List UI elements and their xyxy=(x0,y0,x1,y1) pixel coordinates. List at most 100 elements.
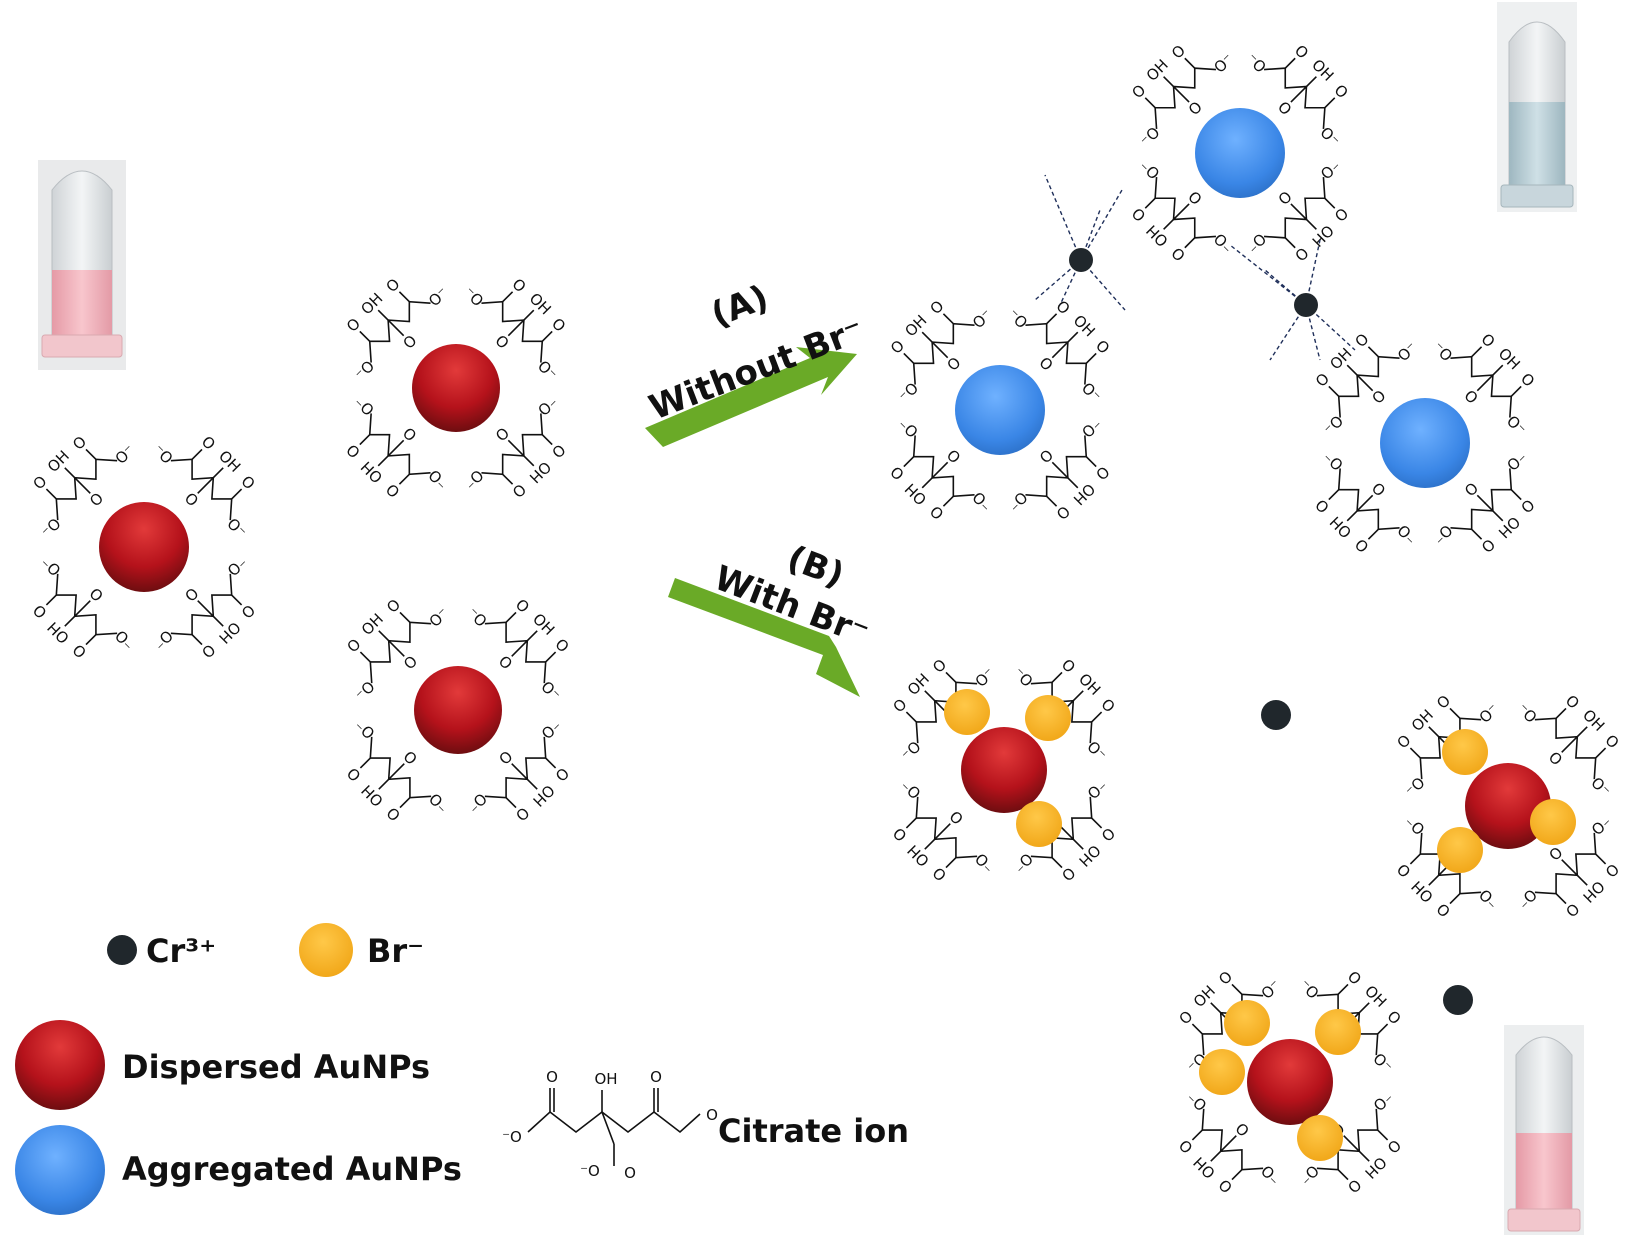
svg-text:⁻O: ⁻O xyxy=(1004,305,1031,332)
svg-text:O: O xyxy=(624,1164,636,1182)
svg-text:⁻O: ⁻O xyxy=(898,738,925,765)
svg-text:⁻O: ⁻O xyxy=(895,379,922,406)
svg-text:O: O xyxy=(650,1068,662,1086)
svg-text:O⁻: O⁻ xyxy=(895,414,922,441)
svg-text:⁻O: ⁻O xyxy=(969,488,996,515)
svg-text:⁻O: ⁻O xyxy=(1320,412,1347,439)
legend-aggregated-swatch xyxy=(15,1125,105,1215)
aggregated-aunp xyxy=(1195,108,1285,198)
svg-text:O⁻: O⁻ xyxy=(1316,123,1343,150)
svg-text:O⁻: O⁻ xyxy=(1010,849,1037,876)
svg-text:⁻O: ⁻O xyxy=(502,1128,522,1146)
br-ion xyxy=(1297,1115,1343,1161)
svg-text:⁻O: ⁻O xyxy=(223,553,250,580)
svg-text:⁻O: ⁻O xyxy=(1514,700,1541,727)
dispersed-aunp xyxy=(1465,763,1551,849)
dispersed-aunp xyxy=(99,502,189,592)
svg-text:O⁻: O⁻ xyxy=(112,441,139,468)
svg-text:O⁻: O⁻ xyxy=(537,678,564,705)
svg-text:O⁻: O⁻ xyxy=(1320,447,1347,474)
cr-ion xyxy=(1443,985,1473,1015)
test-tube-pink-icon xyxy=(1504,1025,1584,1235)
br-ion xyxy=(1530,799,1576,845)
arrow-a-label: (A) xyxy=(706,277,774,335)
svg-text:O⁻: O⁻ xyxy=(1476,700,1503,727)
svg-text:⁻O: ⁻O xyxy=(460,283,487,310)
br-ion xyxy=(944,689,990,735)
dispersed-aunp xyxy=(414,666,502,754)
svg-text:⁻O: ⁻O xyxy=(464,604,491,631)
cr-ion xyxy=(1261,700,1291,730)
legend-cr-swatch xyxy=(107,935,137,965)
svg-text:O⁻: O⁻ xyxy=(1210,50,1237,77)
svg-text:O⁻: O⁻ xyxy=(150,626,177,653)
svg-text:O⁻: O⁻ xyxy=(1394,338,1421,365)
svg-text:O⁻: O⁻ xyxy=(1587,774,1614,801)
legend-br-swatch xyxy=(299,923,353,977)
br-ion xyxy=(1025,695,1071,741)
svg-text:⁻O: ⁻O xyxy=(1503,447,1530,474)
svg-text:O⁻: O⁻ xyxy=(1243,229,1270,256)
svg-text:O⁻: O⁻ xyxy=(1258,976,1285,1003)
svg-text:⁻O: ⁻O xyxy=(1137,123,1164,150)
svg-text:⁻O: ⁻O xyxy=(1476,885,1503,912)
svg-text:⁻O: ⁻O xyxy=(425,466,452,493)
svg-text:⁻O: ⁻O xyxy=(352,678,379,705)
svg-text:⁻O: ⁻O xyxy=(537,716,564,743)
svg-text:O⁻: O⁻ xyxy=(969,305,996,332)
legend-citrate-label: Citrate ion xyxy=(718,1112,909,1150)
svg-text:⁻O: ⁻O xyxy=(112,626,139,653)
br-ion xyxy=(1199,1049,1245,1095)
svg-text:⁻O: ⁻O xyxy=(1429,338,1456,365)
svg-text:⁻O: ⁻O xyxy=(580,1162,600,1180)
svg-text:⁻O: ⁻O xyxy=(1394,521,1421,548)
svg-text:⁻O: ⁻O xyxy=(534,392,561,419)
svg-text:O⁻: O⁻ xyxy=(1369,1050,1396,1077)
svg-text:O⁻: O⁻ xyxy=(1503,412,1530,439)
svg-text:O⁻: O⁻ xyxy=(1296,1161,1323,1188)
svg-text:O⁻: O⁻ xyxy=(352,716,379,743)
svg-text:⁻O: ⁻O xyxy=(1243,50,1270,77)
aggregated-aunp xyxy=(955,365,1045,455)
svg-text:O⁻: O⁻ xyxy=(464,789,491,816)
svg-text:O⁻: O⁻ xyxy=(1402,812,1429,839)
chromium-ions xyxy=(1069,248,1473,1015)
arrow-a: (A) Without Br⁻ xyxy=(644,277,869,447)
legend-dispersed-label: Dispersed AuNPs xyxy=(122,1048,430,1086)
dispersed-aunp-group xyxy=(99,344,1551,1125)
svg-text:⁻O: ⁻O xyxy=(426,789,453,816)
svg-text:O⁻: O⁻ xyxy=(898,776,925,803)
svg-text:O⁻: O⁻ xyxy=(1184,1088,1211,1115)
cr-ion xyxy=(1294,293,1318,317)
svg-text:⁻O: ⁻O xyxy=(1210,229,1237,256)
dispersed-aunp xyxy=(961,727,1047,813)
br-ion xyxy=(1315,1009,1361,1055)
dispersed-aunp xyxy=(412,344,500,432)
svg-text:⁻O: ⁻O xyxy=(1316,156,1343,183)
svg-text:O⁻: O⁻ xyxy=(1083,738,1110,765)
svg-text:⁻O: ⁻O xyxy=(38,515,65,542)
svg-text:⁻O: ⁻O xyxy=(1010,664,1037,691)
test-tube-blue-icon xyxy=(1497,2,1577,212)
svg-text:⁻O: ⁻O xyxy=(150,441,177,468)
legend: Cr³⁺ Br⁻ Dispersed AuNPs Aggregated AuNP… xyxy=(15,923,909,1215)
br-ion xyxy=(1442,729,1488,775)
legend-aggregated-label: Aggregated AuNPs xyxy=(122,1150,462,1188)
svg-text:⁻O: ⁻O xyxy=(972,849,999,876)
svg-text:O⁻: O⁻ xyxy=(460,466,487,493)
svg-text:O⁻: O⁻ xyxy=(972,664,999,691)
svg-text:⁻O: ⁻O xyxy=(1402,774,1429,801)
svg-text:O: O xyxy=(706,1106,718,1124)
svg-text:⁻O: ⁻O xyxy=(1587,812,1614,839)
svg-text:O⁻: O⁻ xyxy=(1429,521,1456,548)
dispersed-aunp xyxy=(1247,1039,1333,1125)
svg-text:⁻O: ⁻O xyxy=(1083,776,1110,803)
legend-br-label: Br⁻ xyxy=(367,932,424,970)
svg-text:O⁻: O⁻ xyxy=(1137,156,1164,183)
aggregated-aunp xyxy=(1380,398,1470,488)
br-ion xyxy=(1224,1000,1270,1046)
br-ion xyxy=(1437,827,1483,873)
svg-text:O⁻: O⁻ xyxy=(1078,379,1105,406)
